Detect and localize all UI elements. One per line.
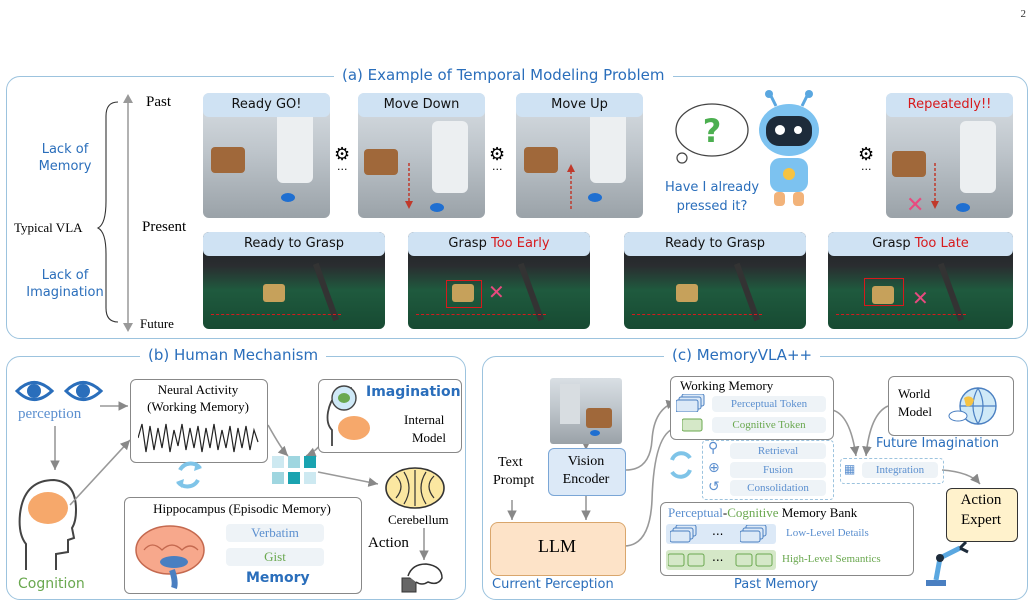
working-memory-title: Working Memory <box>680 378 774 393</box>
film-icon: ⚙ <box>489 144 506 165</box>
cognitive-token-icon <box>682 418 703 432</box>
label-ready-grasp-1: Ready to Grasp <box>203 232 385 256</box>
panel-c-title: (c) MemoryVLA++ <box>664 346 821 364</box>
label-move-up: Move Up <box>516 93 643 117</box>
retrieval-icon: ⚲ <box>708 440 719 456</box>
hand-icon <box>401 563 443 593</box>
neural-activity-title: Neural Activity <box>157 382 239 397</box>
perceptual-token-icon <box>676 394 705 412</box>
vision-input-image <box>550 378 622 444</box>
retrieval-op: Retrieval <box>730 443 826 459</box>
consolidation-op: Consolidation <box>730 480 826 496</box>
ellipsis: ... <box>492 160 503 173</box>
perceptual-bank-row: ... <box>666 524 776 544</box>
verbatim-token: Verbatim <box>226 524 324 542</box>
page-number: 2 <box>1020 8 1027 20</box>
cognition-label: Cognition <box>18 576 85 592</box>
waveform-icon <box>138 423 259 453</box>
cerebellum-label: Cerebellum <box>388 512 449 527</box>
label-ready-grasp-2: Ready to Grasp <box>624 232 806 256</box>
label-move-down: Move Down <box>358 93 485 117</box>
ellipsis: ... <box>861 160 872 173</box>
hippocampus-title: Hippocampus (Episodic Memory) <box>153 501 331 516</box>
gist-token: Gist <box>226 548 324 566</box>
present-label: Present <box>142 219 187 235</box>
fusion-grid-icon <box>272 456 316 484</box>
low-level-details: Low-Level Details <box>786 527 869 539</box>
globe-icon <box>948 387 997 425</box>
cerebellum-icon <box>385 467 445 509</box>
robot-arm-icon <box>926 540 969 586</box>
fusion-icon: ⊕ <box>708 460 720 476</box>
world-model-label-2: Model <box>898 404 932 419</box>
text-prompt-label-2: Prompt <box>493 473 535 488</box>
svg-text:?: ? <box>703 112 722 150</box>
memory-bank-title: Perceptual-Cognitive Memory Bank <box>668 505 858 520</box>
action-expert-box <box>946 488 1018 542</box>
cycle-icon <box>176 461 202 489</box>
panel-a-title: (a) Example of Temporal Modeling Problem <box>334 66 673 84</box>
memory-cycle-icon <box>670 451 692 479</box>
time-arrow <box>123 94 133 332</box>
vision-encoder-label-2: Encoder <box>562 472 610 487</box>
thought-bubble-icon: ? <box>675 103 749 164</box>
label-grasp-too-early: Grasp Too Early <box>408 232 590 256</box>
text-prompt-label-1: Text <box>498 455 523 470</box>
future-label: Future <box>140 316 174 331</box>
imagination-label: Imagination <box>366 384 461 400</box>
question-text: Have I already pressed it? <box>664 180 760 214</box>
label-ready-go: Ready GO! <box>203 93 330 117</box>
llm-label: LLM <box>538 536 576 556</box>
perceptual-token: Perceptual Token <box>712 396 826 412</box>
robot-icon <box>759 90 819 206</box>
neural-activity-subtitle: (Working Memory) <box>147 399 249 414</box>
world-model-label-1: World <box>898 386 931 401</box>
perception-label: perception <box>18 406 82 422</box>
typical-vla-label: Typical VLA <box>14 220 83 235</box>
cognitive-bank-row: ... <box>666 550 776 570</box>
head-brain-icon <box>18 478 78 570</box>
ellipsis: ... <box>337 160 348 173</box>
label-grasp-too-late: Grasp Too Late <box>828 232 1013 256</box>
integration-icon: ▦ <box>844 462 856 476</box>
past-memory-label: Past Memory <box>734 577 819 592</box>
action-expert-label-2: Expert <box>961 512 1001 528</box>
lack-of-imagination-label: Lack of Imagination <box>26 268 104 300</box>
model-label: Model <box>412 430 446 445</box>
lack-of-memory-label: Lack of Memory <box>38 142 92 174</box>
brace-shapes <box>96 101 119 323</box>
internal-label: Internal <box>404 412 445 427</box>
film-icon: ⚙ <box>858 144 875 165</box>
neural-activity-box <box>130 379 268 463</box>
vision-encoder-box <box>548 448 626 496</box>
eyes-icon <box>14 381 104 401</box>
fusion-op: Fusion <box>730 462 826 478</box>
vision-encoder-label-1: Vision <box>567 454 605 469</box>
action-expert-label-1: Action <box>960 492 1002 508</box>
cognitive-token: Cognitive Token <box>712 417 826 433</box>
memory-ops-region <box>702 440 834 500</box>
memory-label: Memory <box>246 570 310 586</box>
future-imagination-label: Future Imagination <box>876 436 999 451</box>
consolidation-icon: ↺ <box>708 479 720 495</box>
label-repeatedly: Repeatedly!! <box>886 93 1013 117</box>
integration-region <box>840 458 944 484</box>
brain-icon <box>135 525 205 589</box>
brain-globe-icon <box>326 385 370 446</box>
current-perception-label: Current Perception <box>492 577 614 592</box>
high-level-semantics: High-Level Semantics <box>782 553 881 565</box>
film-icon: ⚙ <box>334 144 351 165</box>
action-label: Action <box>368 535 409 551</box>
integration-op: Integration <box>862 462 938 478</box>
llm-box <box>490 522 626 576</box>
past-label: Past <box>146 94 172 110</box>
panel-b-title: (b) Human Mechanism <box>140 346 327 364</box>
panel-b-arrows <box>50 401 429 560</box>
